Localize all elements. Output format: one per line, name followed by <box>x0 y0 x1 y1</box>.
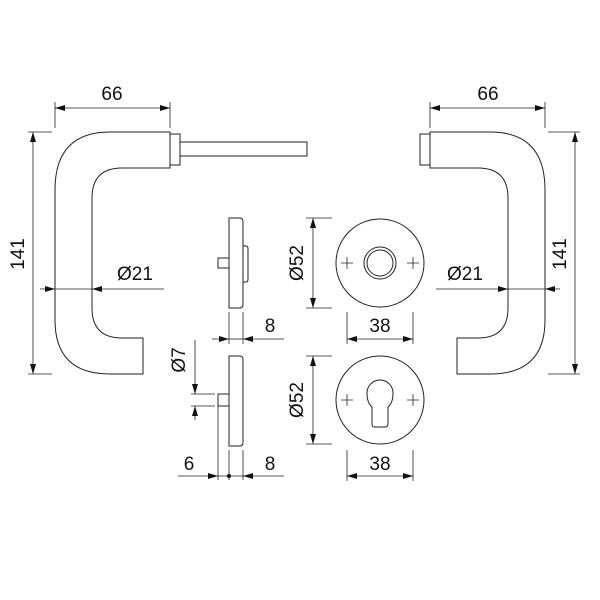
escutcheon-side-view: 6 8 Ø7 <box>169 340 284 480</box>
right-diameter-label: Ø21 <box>447 264 483 285</box>
left-height-dimension: 141 <box>8 131 52 375</box>
spindle <box>179 141 308 157</box>
left-diameter-dimension: Ø21 <box>40 264 164 292</box>
svg-text:66: 66 <box>101 84 122 105</box>
right-lever-handle <box>419 102 580 375</box>
svg-text:Ø52: Ø52 <box>287 382 308 418</box>
svg-text:6: 6 <box>184 454 195 475</box>
svg-text:8: 8 <box>265 316 276 337</box>
keyhole <box>366 379 394 428</box>
screw-marks <box>341 394 419 406</box>
svg-text:38: 38 <box>369 316 390 337</box>
svg-text:Ø7: Ø7 <box>169 347 190 372</box>
rose-front-view: Ø52 38 <box>287 217 425 344</box>
svg-text:141: 141 <box>8 238 29 270</box>
svg-text:8: 8 <box>265 454 276 475</box>
left-width-dimension: 66 <box>54 84 171 128</box>
escutcheon-front-view: Ø52 38 <box>287 355 425 481</box>
right-width-label: 66 <box>477 84 498 105</box>
left-lever-handle <box>54 131 308 375</box>
rose-collar <box>169 133 181 166</box>
svg-text:Ø52: Ø52 <box>287 245 308 281</box>
rose-side-view: 8 <box>212 217 284 344</box>
svg-text:Ø21: Ø21 <box>117 264 153 285</box>
svg-text:38: 38 <box>369 454 390 475</box>
screw-marks <box>341 257 419 269</box>
right-height-label: 141 <box>550 238 571 270</box>
